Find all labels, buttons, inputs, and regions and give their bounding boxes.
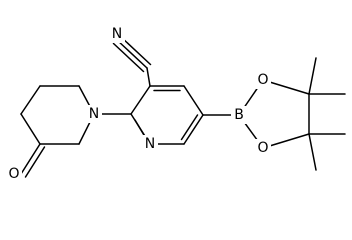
bond-c2-c3	[130, 85, 151, 115]
atom-n-piperidine: N	[89, 106, 99, 122]
bond-cc-cd	[20, 113, 41, 145]
bond-methyl-4	[308, 133, 317, 171]
bond-c4-c5	[183, 85, 204, 116]
bond-nitrile-triple-b	[119, 35, 152, 66]
bond-nitrile-triple-a	[116, 39, 148, 69]
atom-o-ketone: O	[8, 166, 19, 182]
molecule-structure: N N N O B O O	[8, 26, 346, 182]
atom-b: B	[234, 107, 244, 123]
bond-cd-o	[20, 143, 41, 175]
bond-nitrile-triple-c	[112, 42, 145, 73]
bond-methyl-1	[308, 57, 317, 95]
molecule-canvas: N N N O B O O	[8, 26, 346, 182]
atom-o-boronate-top: O	[257, 72, 268, 88]
bond-c5-c6	[183, 114, 204, 145]
atom-n-nitrile: N	[112, 26, 122, 42]
bond-cb-cc	[20, 85, 41, 115]
bond-c3-cnitrile	[146, 67, 151, 87]
bond-cd-o-double	[24, 146, 46, 178]
atom-n-pyridine: N	[145, 136, 155, 152]
atom-o-boronate-bottom: O	[257, 140, 268, 156]
bond-c5-c6-double	[180, 114, 199, 141]
